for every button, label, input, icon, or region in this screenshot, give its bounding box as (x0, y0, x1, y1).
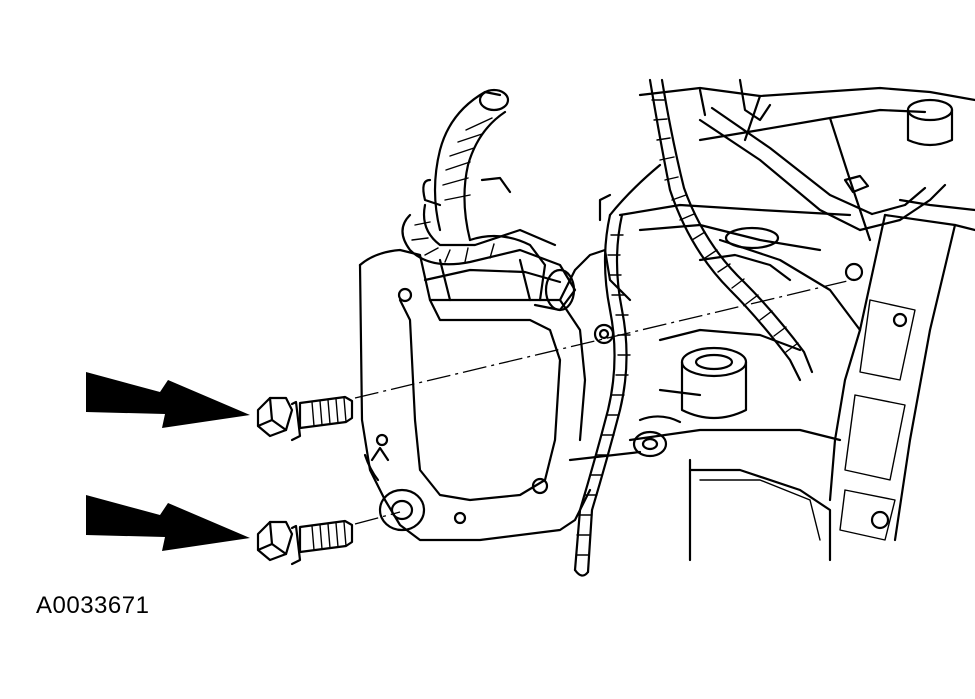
bolt-centerlines (354, 277, 861, 525)
arrow-lower (86, 495, 250, 551)
wiring-harness (573, 78, 814, 577)
front-cover-bracket (358, 234, 632, 542)
engine-block (568, 86, 975, 562)
upper-bolt (256, 395, 354, 442)
lower-bolt (256, 519, 354, 566)
upper-hose (422, 88, 512, 242)
arrow-upper (86, 372, 250, 428)
figure-id-label: A0033671 (36, 592, 150, 619)
lower-hose (401, 203, 577, 312)
